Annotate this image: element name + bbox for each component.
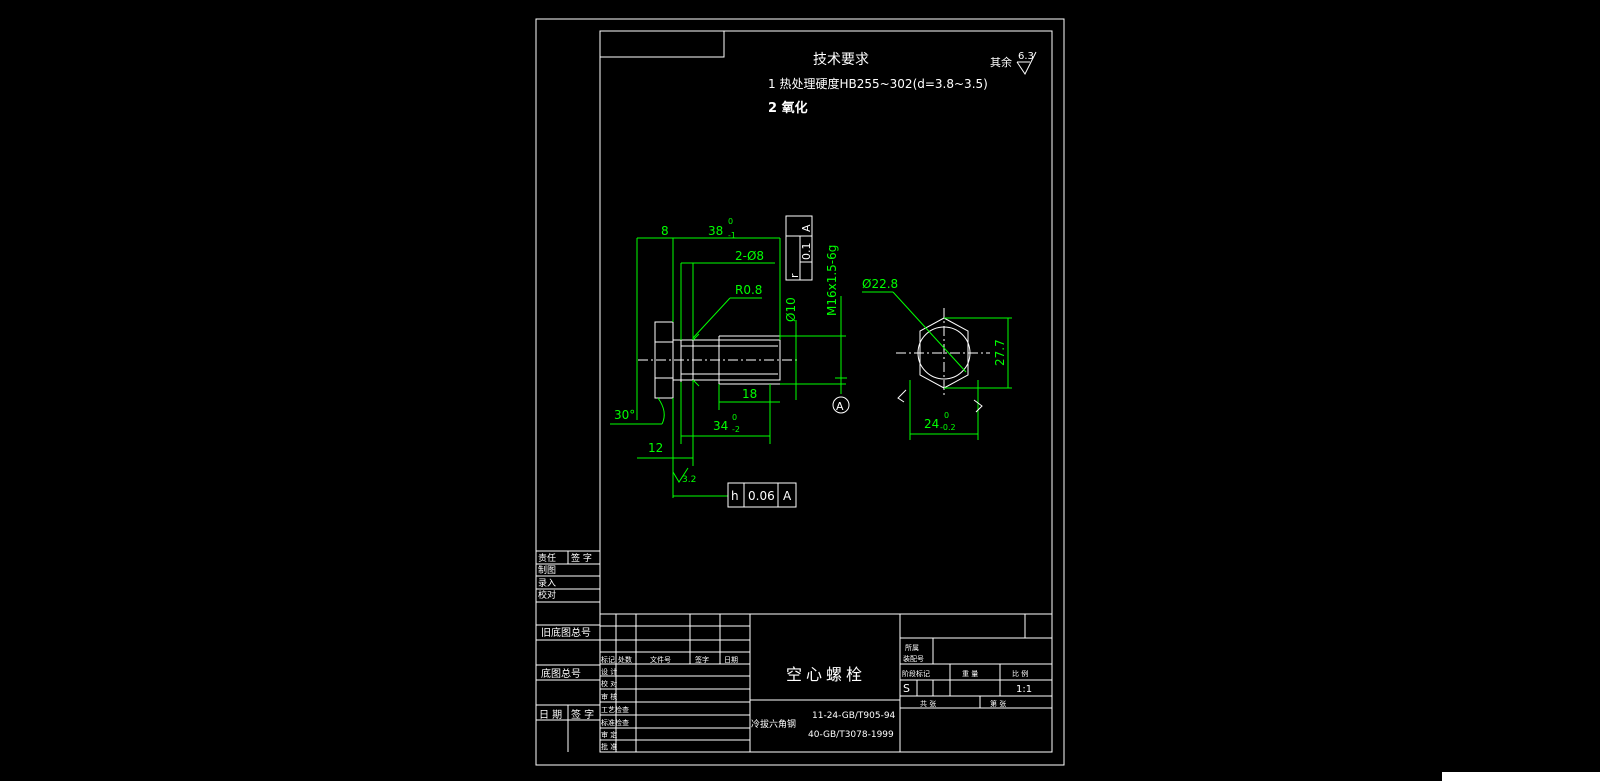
tol-top-datum: A: [800, 224, 813, 232]
tb-audit: 审 定: [601, 730, 617, 739]
dim-34-tol-lower: -2: [732, 425, 740, 434]
strip-row3: 录入: [538, 578, 556, 589]
bolt-shank: [673, 339, 781, 381]
dim-roughness-32: 3.2: [682, 475, 696, 485]
inner-border: [599, 30, 1053, 753]
tb-sheets-total: 共 张: [920, 699, 936, 708]
tech-req-title: 技术要求: [813, 52, 869, 68]
standard-1: 11-24-GB/T905-94: [812, 711, 896, 721]
dim-24: 24: [924, 417, 939, 431]
bolt-front-view: [638, 321, 798, 399]
datum-a-label: A: [836, 400, 844, 413]
strip-row1-b: 签 字: [571, 552, 592, 564]
tol-top-symbol: r: [788, 273, 801, 278]
left-strip-table: 责任 签 字 制图 录入 校对 旧底图总号 底图总号 日 期 签 字: [536, 550, 600, 752]
tb-belongs: 所属: [905, 643, 919, 652]
tb-check: 校 对: [601, 679, 617, 688]
dim-8: 8: [661, 224, 669, 238]
strip-row2: 制图: [538, 564, 556, 576]
tb-hdr-doc: 文件号: [650, 655, 671, 664]
dim-angle-30: 30°: [614, 408, 635, 422]
tb-hdr-date: 日期: [724, 656, 738, 664]
top-left-box: [599, 30, 725, 58]
front-view-dimensions: 8 38 0 -1 2-Ø8 R0.8 Ø10 M16x1.5-6g 18 34…: [610, 217, 847, 498]
bolt-head: [654, 321, 674, 399]
dim-38: 38: [708, 224, 723, 238]
roughness-note-value: 6.3: [1018, 51, 1034, 62]
tech-req-item2: 2 氧化: [768, 100, 808, 116]
tb-weight: 重 量: [962, 670, 978, 678]
dim-24-tol-upper: 0: [944, 411, 949, 420]
roughness-symbol: [1016, 51, 1037, 75]
material: 冷拔六角钢: [751, 718, 796, 730]
strip-base-drawing-no: 底图总号: [541, 667, 581, 680]
strip-row4: 校对: [538, 589, 556, 601]
dim-38-tol-lower: -1: [728, 231, 736, 240]
tb-approve: 批 准: [601, 742, 617, 751]
roughness-note-label: 其余: [990, 55, 1012, 69]
dim-34: 34: [713, 419, 728, 433]
title-block: 标记 处数 文件号 签字 日期 设 计 校 对 审 核 工艺检查 标准检查 审 …: [600, 613, 1052, 752]
dim-2-holes: 2-Ø8: [735, 249, 764, 263]
standard-2: 40-GB/T3078-1999: [808, 730, 894, 740]
tb-sheet-no: 第 张: [990, 699, 1006, 708]
tech-req-item1: 1 热处理硬度HB255~302(d=3.8~3.5): [768, 76, 988, 91]
dim-34-tol-upper: 0: [732, 413, 737, 422]
dim-38-tol-upper: 0: [728, 217, 733, 226]
tb-hdr-count: 处数: [618, 655, 632, 664]
tb-fit-no: 装配号: [903, 654, 924, 663]
strip-old-drawing-no: 旧底图总号: [541, 626, 591, 639]
tb-scale-label: 比 例: [1012, 669, 1028, 678]
corner-white-patch: [1442, 772, 1600, 781]
tb-design: 设 计: [601, 667, 617, 676]
strip-date: 日 期: [539, 709, 562, 721]
strip-row1-a: 责任: [538, 552, 556, 564]
dim-27-7: 27.7: [993, 339, 1007, 366]
tb-scale: 1:1: [1016, 684, 1032, 695]
dim-dia10: Ø10: [784, 297, 798, 322]
datum-a-circle: [832, 396, 850, 414]
strip-sign: 签 字: [571, 708, 594, 721]
tol-bottom-datum: A: [783, 489, 792, 503]
tol-top-value: 0.1: [800, 243, 813, 261]
part-name: 空心螺栓: [786, 665, 866, 684]
tol-bottom-value: 0.06: [748, 489, 775, 503]
tol-bottom-symbol: h: [731, 489, 739, 503]
outer-border: [535, 18, 1065, 766]
dim-dia22-8: Ø22.8: [862, 277, 898, 291]
tolerance-frame-top: A 0.1 r: [785, 215, 813, 281]
tb-process: 工艺检查: [601, 705, 629, 714]
dim-24-tol-lower: -0.2: [940, 423, 956, 432]
dim-thread: M16x1.5-6g: [825, 245, 839, 316]
tb-stage-mark: 阶段标记: [902, 669, 930, 678]
dim-12: 12: [648, 441, 663, 455]
tb-review: 审 核: [601, 692, 617, 701]
tb-hdr-mark: 标记: [601, 655, 615, 664]
tb-stage-s: S: [903, 682, 910, 695]
tb-hdr-sign: 签字: [695, 655, 709, 664]
dim-r0-8: R0.8: [735, 283, 762, 297]
dim-18: 18: [742, 387, 757, 401]
tb-standard: 标准检查: [601, 718, 629, 727]
hex-side-view: Ø22.8 27.7 24 0 -0.2: [862, 277, 1012, 440]
tolerance-frame-bottom: h 0.06 A: [727, 482, 797, 508]
